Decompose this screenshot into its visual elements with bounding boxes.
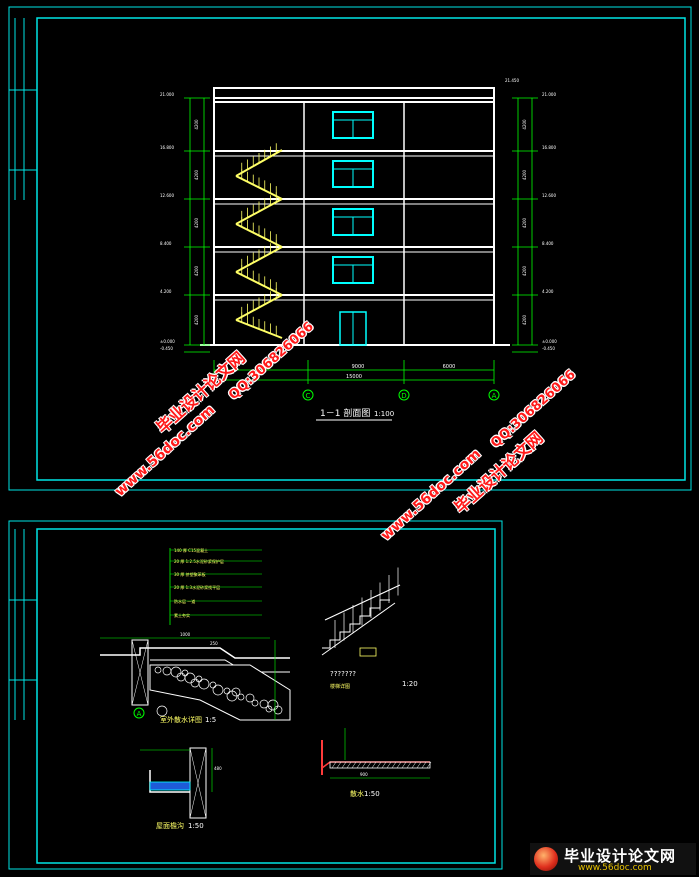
- stair-balusters: [241, 143, 277, 336]
- level-label-right: -0.450: [542, 346, 555, 351]
- apron-detail: [321, 728, 432, 779]
- level-label-left: 21.000: [160, 92, 174, 97]
- level-label-right: 12.600: [542, 193, 556, 198]
- level-label-right: 21.000: [542, 92, 556, 97]
- axis-label-c: C: [306, 392, 311, 400]
- axis-bubbles: [302, 389, 500, 401]
- left-dimension-chain: [189, 98, 205, 345]
- ramp-scale: 1:5: [205, 716, 216, 724]
- stair-placeholder-label: ???????: [330, 670, 356, 678]
- floor-dim-left: 4200: [194, 265, 199, 276]
- logo-name: 毕业设计论文网: [564, 847, 677, 865]
- floor-dim-right: 4200: [522, 169, 527, 180]
- section-title: 1－1 剖面图: [320, 407, 370, 419]
- stair-title: 楼梯详图: [330, 683, 350, 690]
- level-label-left: ±0.000: [160, 339, 175, 344]
- right-dimension-chain: [517, 98, 533, 345]
- level-label-left: 4.200: [160, 289, 172, 294]
- site-logo: 毕业设计论文网 www.56doc.com: [530, 843, 696, 875]
- layer-2: 20 厚 1:2.5水泥砂浆保护层: [174, 558, 224, 564]
- ramp-dim-2: 250: [210, 641, 218, 646]
- building-section: [200, 87, 510, 346]
- lower-sheet-frame: [8, 520, 503, 870]
- apron-scale: 1:50: [364, 790, 380, 798]
- floor-dim-left: 4200: [194, 217, 199, 228]
- floor-dim-left: 4200: [194, 119, 199, 130]
- level-label-left: 16.800: [160, 145, 174, 150]
- level-label-right: ±0.000: [542, 339, 557, 344]
- gutter-title: 屋面檐沟: [156, 821, 184, 830]
- layer-3: 30 厚 挤塑聚苯板: [174, 571, 206, 577]
- axis-label-d: D: [401, 392, 406, 400]
- floor-dim-left: 4200: [194, 314, 199, 325]
- stair-scale: 1:20: [402, 680, 418, 688]
- floor-dim-right: 4200: [522, 265, 527, 276]
- layer-5: 防水层 一道: [174, 598, 195, 604]
- span-dim-2: 6000: [443, 364, 456, 370]
- gutter-scale: 1:50: [188, 822, 204, 830]
- ramp-title: 室外散水详图: [160, 715, 202, 724]
- gutter-detail: [140, 747, 213, 819]
- floor-dim-right: 4200: [522, 217, 527, 228]
- logo-url: www.56doc.com: [578, 863, 652, 873]
- level-label-right: 8.400: [542, 241, 554, 246]
- floor-dim-left: 4200: [194, 169, 199, 180]
- upper-sheet-frame: [8, 6, 692, 491]
- level-label-right: 4.200: [542, 289, 554, 294]
- ramp-axis: A: [137, 710, 142, 718]
- layer-6: 素土夯实: [174, 612, 190, 618]
- level-label-right: 16.800: [542, 145, 556, 150]
- span-dim-1: 9000: [352, 364, 365, 370]
- gutter-dim: 480: [214, 766, 222, 771]
- level-label-left: 12.600: [160, 193, 174, 198]
- section-scale: 1:100: [374, 410, 394, 418]
- layer-1: 140 厚 C15混凝土: [174, 547, 208, 553]
- ramp-detail: [100, 548, 291, 721]
- apron-dim: 900: [360, 772, 368, 777]
- stair-detail: [321, 567, 401, 657]
- layer-4: 20 厚 1:3水泥砂浆找平层: [174, 584, 220, 590]
- apron-title: 散水: [350, 789, 364, 798]
- level-ticks: 21.000 21.000 16.800 16.800 12.600 12.600 8.40…: [160, 92, 557, 353]
- floor-dim-right: 4200: [522, 119, 527, 130]
- axis-label-a: A: [492, 392, 497, 400]
- level-label-left: 8.400: [160, 241, 172, 246]
- roof-elevation: 21.450: [505, 78, 519, 83]
- level-label-left: -0.450: [160, 346, 173, 351]
- ramp-dim-1: 1000: [180, 632, 191, 637]
- bottom-dimension-lines: [213, 360, 495, 384]
- total-dim: 15000: [346, 374, 362, 380]
- floor-dim-right: 4200: [522, 314, 527, 325]
- logo-ball-icon: [534, 847, 558, 871]
